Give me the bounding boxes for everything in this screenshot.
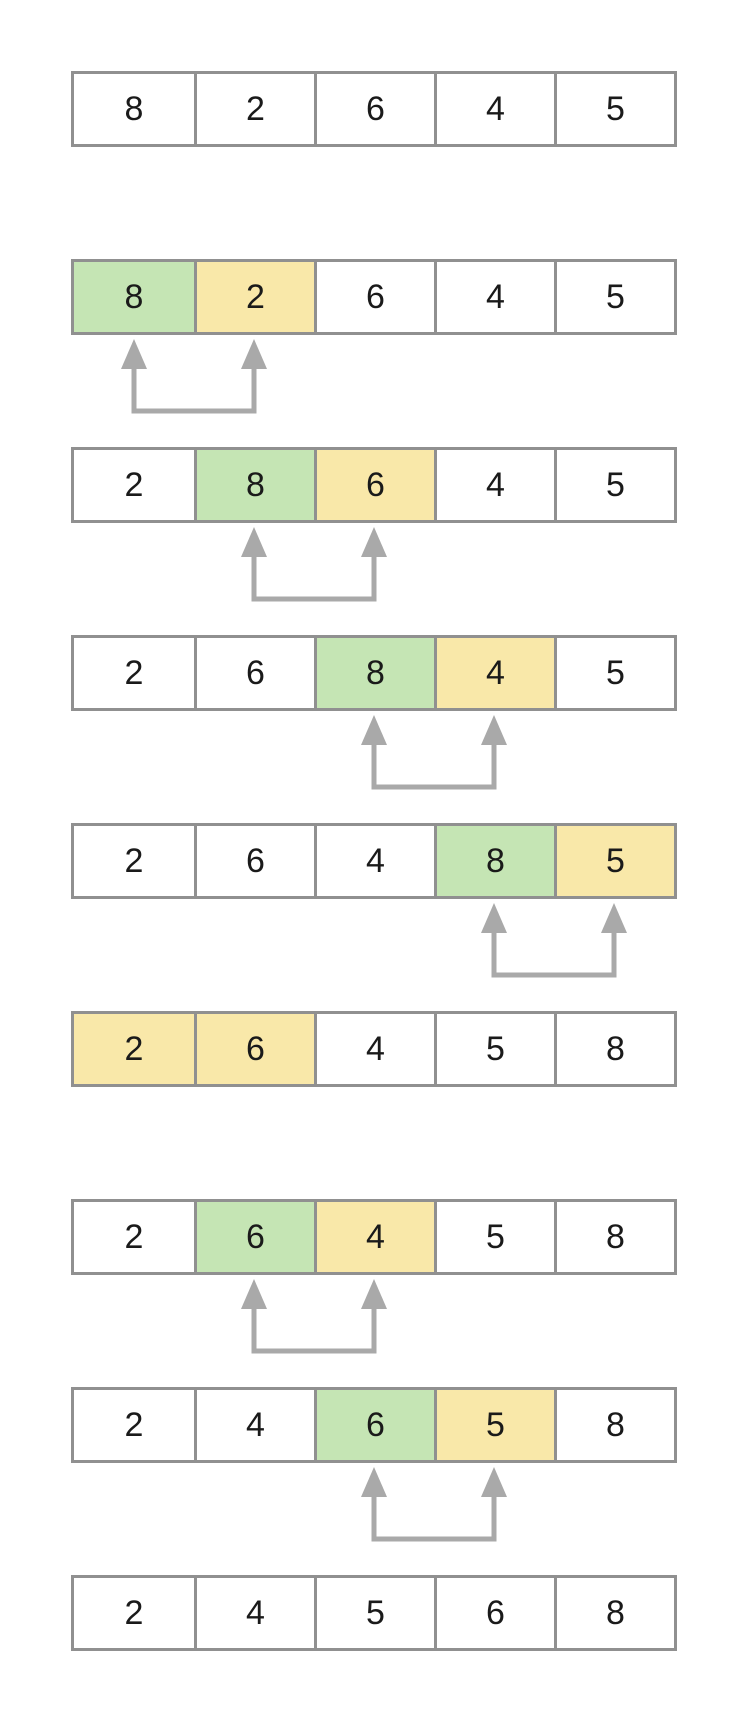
array-cell: 4 xyxy=(434,450,554,520)
array-cell: 2 xyxy=(74,1390,194,1460)
array-cell: 4 xyxy=(434,262,554,332)
array-cell: 5 xyxy=(434,1390,554,1460)
array-cell: 8 xyxy=(74,74,194,144)
swap-arrows-icon xyxy=(361,1467,507,1542)
sort-step-2: 8 2 6 4 5 xyxy=(71,259,677,414)
sort-step-9: 2 4 5 6 8 xyxy=(71,1575,677,1651)
array-cell: 8 xyxy=(554,1202,674,1272)
array-cell: 8 xyxy=(314,638,434,708)
array-cell: 2 xyxy=(74,1578,194,1648)
array-row: 2 6 4 8 5 xyxy=(71,823,677,899)
array-cell: 4 xyxy=(314,1202,434,1272)
array-cell: 5 xyxy=(434,1202,554,1272)
swap-arrows-icon xyxy=(241,527,387,602)
array-cell: 6 xyxy=(194,1014,314,1084)
array-cell: 4 xyxy=(194,1578,314,1648)
sort-step-8: 2 4 6 5 8 xyxy=(71,1387,677,1542)
array-cell: 2 xyxy=(194,262,314,332)
array-cell: 6 xyxy=(194,826,314,896)
array-row: 2 6 4 5 8 xyxy=(71,1011,677,1087)
array-row: 2 6 4 5 8 xyxy=(71,1199,677,1275)
array-cell: 6 xyxy=(314,74,434,144)
array-cell: 8 xyxy=(194,450,314,520)
array-cell: 5 xyxy=(314,1578,434,1648)
array-cell: 8 xyxy=(74,262,194,332)
array-cell: 5 xyxy=(434,1014,554,1084)
array-cell: 6 xyxy=(434,1578,554,1648)
array-cell: 8 xyxy=(554,1390,674,1460)
array-cell: 2 xyxy=(74,450,194,520)
array-cell: 2 xyxy=(74,1202,194,1272)
array-row: 2 4 6 5 8 xyxy=(71,1387,677,1463)
array-cell: 8 xyxy=(554,1578,674,1648)
array-cell: 4 xyxy=(434,638,554,708)
array-row: 2 8 6 4 5 xyxy=(71,447,677,523)
array-cell: 2 xyxy=(194,74,314,144)
array-cell: 6 xyxy=(314,262,434,332)
array-row: 2 4 5 6 8 xyxy=(71,1575,677,1651)
array-cell: 2 xyxy=(74,638,194,708)
array-cell: 4 xyxy=(314,1014,434,1084)
sort-step-6: 2 6 4 5 8 xyxy=(71,1011,677,1087)
array-cell: 5 xyxy=(554,450,674,520)
array-row: 8 2 6 4 5 xyxy=(71,259,677,335)
bubble-sort-visualization: 8 2 6 4 5 8 2 6 4 5 2 8 6 4 5 xyxy=(71,71,677,1651)
swap-arrows-icon xyxy=(121,339,267,414)
array-cell: 6 xyxy=(194,638,314,708)
array-row: 8 2 6 4 5 xyxy=(71,71,677,147)
array-cell: 5 xyxy=(554,74,674,144)
sort-step-4: 2 6 8 4 5 xyxy=(71,635,677,790)
array-cell: 4 xyxy=(314,826,434,896)
array-cell: 8 xyxy=(434,826,554,896)
array-cell: 5 xyxy=(554,826,674,896)
sort-step-3: 2 8 6 4 5 xyxy=(71,447,677,602)
array-cell: 5 xyxy=(554,262,674,332)
array-cell: 2 xyxy=(74,826,194,896)
sort-step-7: 2 6 4 5 8 xyxy=(71,1199,677,1354)
array-row: 2 6 8 4 5 xyxy=(71,635,677,711)
array-cell: 4 xyxy=(194,1390,314,1460)
sort-step-1: 8 2 6 4 5 xyxy=(71,71,677,147)
array-cell: 6 xyxy=(194,1202,314,1272)
array-cell: 2 xyxy=(74,1014,194,1084)
array-cell: 4 xyxy=(434,74,554,144)
array-cell: 6 xyxy=(314,1390,434,1460)
array-cell: 5 xyxy=(554,638,674,708)
swap-arrows-icon xyxy=(241,1279,387,1354)
array-cell: 8 xyxy=(554,1014,674,1084)
array-cell: 6 xyxy=(314,450,434,520)
sort-step-5: 2 6 4 8 5 xyxy=(71,823,677,978)
swap-arrows-icon xyxy=(361,715,507,790)
swap-arrows-icon xyxy=(481,903,627,978)
